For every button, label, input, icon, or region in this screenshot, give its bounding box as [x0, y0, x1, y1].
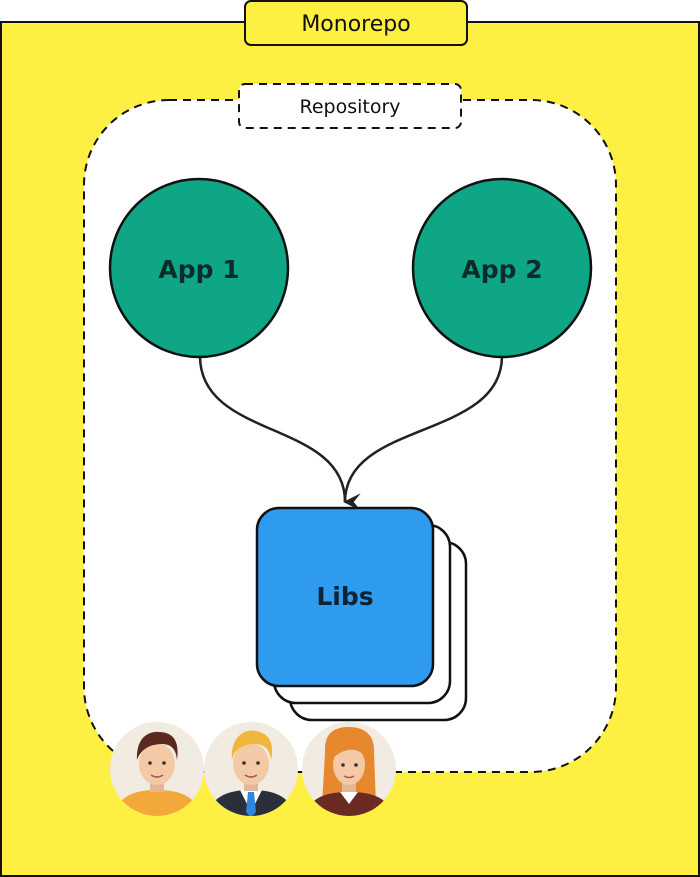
- woman-avatar-icon: [302, 722, 396, 816]
- libs-label: Libs: [316, 582, 373, 611]
- businessman-avatar-icon: [204, 722, 298, 816]
- connector-app2-to-libs: [343, 355, 504, 511]
- connector-app1-to-libs: [198, 355, 347, 503]
- repository-label: Repository: [299, 96, 400, 118]
- repository-label-tab: Repository: [238, 83, 462, 129]
- libs-node: Libs: [255, 506, 468, 722]
- app-1-label: App 1: [158, 255, 239, 284]
- monorepo-title: Monorepo: [301, 12, 410, 37]
- app-2-node: App 2: [411, 177, 593, 359]
- app-1-node: App 1: [108, 177, 290, 359]
- libs-stack-front: [255, 506, 435, 688]
- monorepo-title-tab: Monorepo: [244, 0, 468, 46]
- app-2-label: App 2: [461, 255, 542, 284]
